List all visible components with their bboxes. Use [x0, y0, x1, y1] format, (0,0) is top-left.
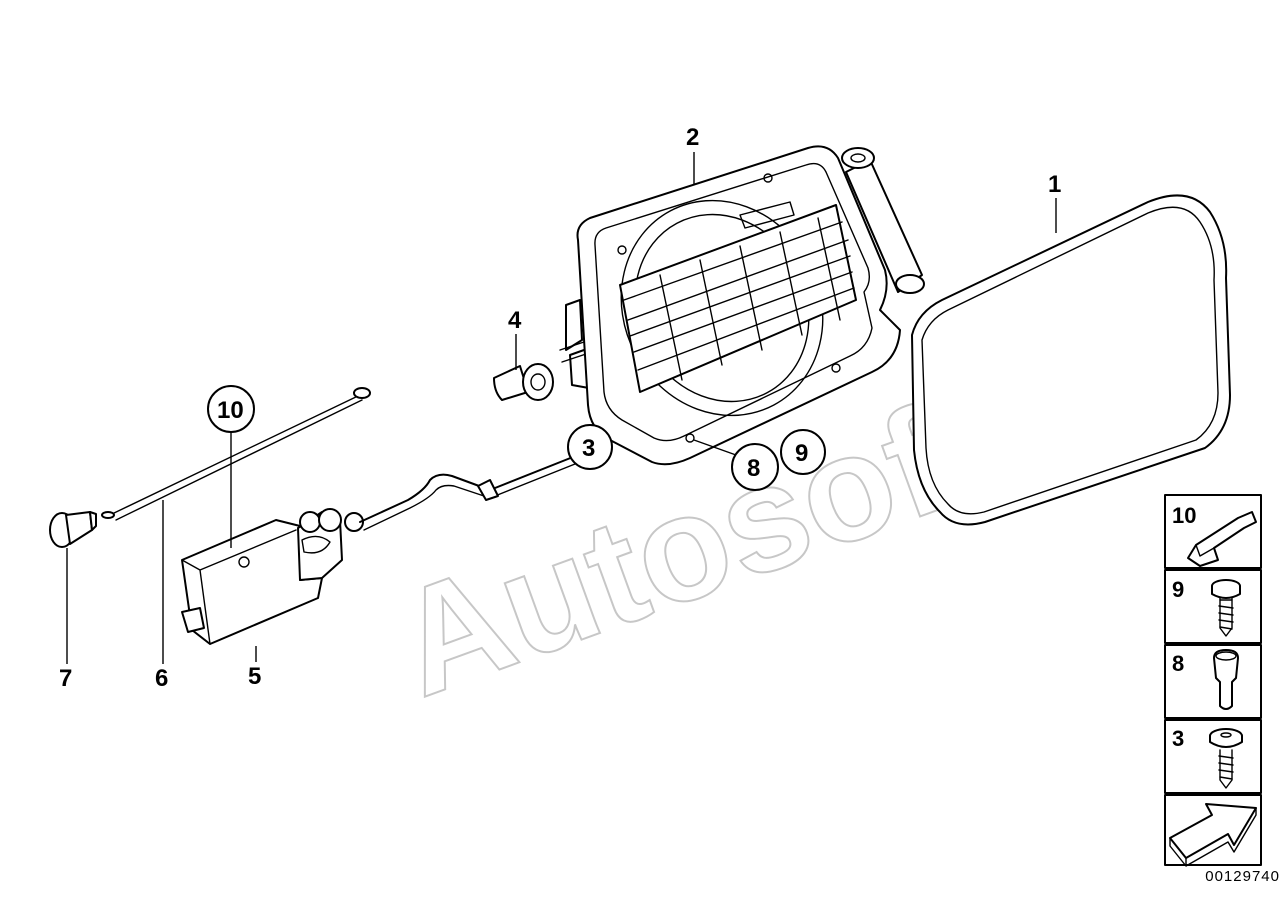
- next-page-arrow-icon[interactable]: [1169, 803, 1257, 867]
- callout-9: 9: [795, 440, 808, 467]
- screw-icon: [1211, 579, 1241, 637]
- callout-7: 7: [59, 665, 72, 692]
- screw-icon: [1209, 728, 1243, 789]
- legend-number-8: 8: [1172, 651, 1184, 676]
- clip-icon: [1187, 511, 1257, 567]
- callout-8: 8: [747, 455, 760, 482]
- callout-1: 1: [1048, 171, 1061, 198]
- legend-number-9: 9: [1172, 577, 1184, 602]
- rubber-stop-icon: [493, 363, 554, 401]
- pin-icon: [1213, 649, 1239, 710]
- legend-number-3: 3: [1172, 726, 1184, 751]
- callout-2: 2: [686, 124, 699, 151]
- legend-number-10: 10: [1172, 503, 1196, 528]
- legend-panel: 10 9 8 3: [1164, 494, 1262, 867]
- callout-6: 6: [155, 665, 168, 692]
- push-button-icon: [49, 511, 97, 548]
- callout-3: 3: [582, 435, 595, 462]
- cable-icon: [359, 454, 581, 531]
- emergency-cable-icon: [101, 387, 371, 521]
- filler-housing-icon: [559, 145, 925, 466]
- callout-4: 4: [508, 307, 522, 334]
- callout-10: 10: [217, 397, 244, 424]
- document-number: 00129740: [1205, 868, 1280, 885]
- fuel-filler-flap-icon: [911, 194, 1231, 526]
- callout-5: 5: [248, 663, 261, 690]
- actuator-icon: [181, 508, 364, 645]
